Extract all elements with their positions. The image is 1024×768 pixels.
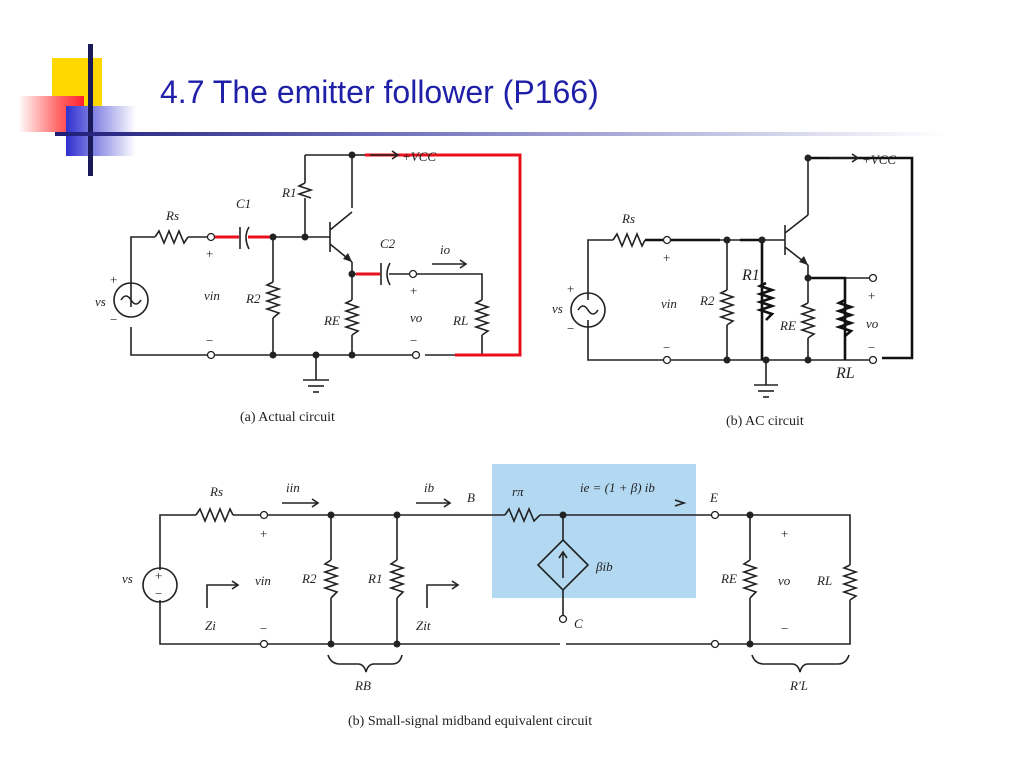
a-vo-minus: −	[410, 333, 417, 348]
b-label-vin: vin	[661, 296, 677, 311]
actual-circuit: Rs C1 R1 +VCC C2 io vs + − + vin − R2 RE…	[95, 149, 522, 425]
c-vin-plus: +	[260, 526, 267, 541]
a-source-minus: −	[110, 312, 117, 327]
b-vo-plus: +	[868, 288, 875, 303]
c-label-rs: Rs	[209, 484, 223, 499]
a-label-c1: C1	[236, 196, 251, 211]
a-label-r2: R2	[245, 291, 261, 306]
highlight-box	[492, 464, 696, 598]
a-label-vs: vs	[95, 294, 106, 309]
a-caption: (a) Actual circuit	[240, 410, 335, 425]
b-vin-plus: +	[663, 250, 670, 265]
c-caption: (b) Small-signal midband equivalent circ…	[348, 714, 592, 729]
slide-logo-decoration	[18, 44, 136, 176]
c-label-r2: R2	[301, 571, 317, 586]
a-label-rs: Rs	[165, 208, 179, 223]
c-label-vs: vs	[122, 571, 133, 586]
c-label-c: C	[574, 616, 583, 631]
a-label-io: io	[440, 242, 451, 257]
b-source-minus: −	[567, 321, 574, 336]
c-label-zi: Zi	[205, 618, 216, 633]
b-label-re: RE	[779, 318, 796, 333]
a-source-plus: +	[110, 272, 117, 287]
c-label-re: RE	[720, 571, 737, 586]
small-signal-circuit: + − Rs iin ib B rπ	[122, 464, 859, 729]
c-vin-minus: −	[260, 621, 267, 636]
b-label-r2: R2	[699, 293, 715, 308]
ac-circuit: Rs +VCC R1 vs + − + vin − R2 RE + vo − R…	[552, 152, 914, 429]
c-label-ib: ib	[424, 480, 435, 495]
c-label-beta-ib: βib	[595, 559, 613, 574]
c-label-rl-prime: R'L	[789, 678, 808, 693]
svg-text:+: +	[155, 568, 162, 583]
slide-title: 4.7 The emitter follower (P166)	[160, 74, 599, 110]
c-label-r1: R1	[367, 571, 382, 586]
svg-text:−: −	[155, 586, 162, 601]
a-label-vo: vo	[410, 310, 423, 325]
a-label-rl: RL	[452, 313, 468, 328]
a-label-re: RE	[323, 313, 340, 328]
b-vo-minus: −	[868, 340, 875, 355]
a-vin-plus: +	[206, 246, 213, 261]
c-label-iin: iin	[286, 480, 300, 495]
title-underline	[55, 132, 945, 136]
c-label-rpi: rπ	[512, 484, 524, 499]
b-label-vcc: +VCC	[862, 152, 896, 167]
c-label-e: E	[709, 490, 718, 505]
b-caption: (b) AC circuit	[726, 414, 804, 429]
b-vin-minus: −	[663, 340, 670, 355]
c-label-b: B	[467, 490, 475, 505]
a-label-vcc: +VCC	[402, 149, 436, 164]
c-vo-minus: −	[781, 621, 788, 636]
b-label-vs: vs	[552, 301, 563, 316]
b-label-rl: RL	[835, 365, 855, 382]
b-label-vo: vo	[866, 316, 879, 331]
a-vin-minus: −	[206, 333, 213, 348]
c-label-vo: vo	[778, 573, 791, 588]
a-label-c2: C2	[380, 236, 396, 251]
a-vo-plus: +	[410, 283, 417, 298]
c-label-zit: Zit	[416, 618, 431, 633]
a-label-vin: vin	[204, 288, 220, 303]
c-label-rb: RB	[354, 678, 371, 693]
b-source-plus: +	[567, 281, 574, 296]
a-label-r1: R1	[281, 185, 296, 200]
b-label-r1: R1	[741, 267, 760, 284]
c-vo-plus: +	[781, 526, 788, 541]
b-label-rs: Rs	[621, 211, 635, 226]
c-label-rl: RL	[816, 573, 832, 588]
c-label-ie: ie = (1 + β) ib	[580, 480, 655, 495]
c-label-vin: vin	[255, 573, 271, 588]
